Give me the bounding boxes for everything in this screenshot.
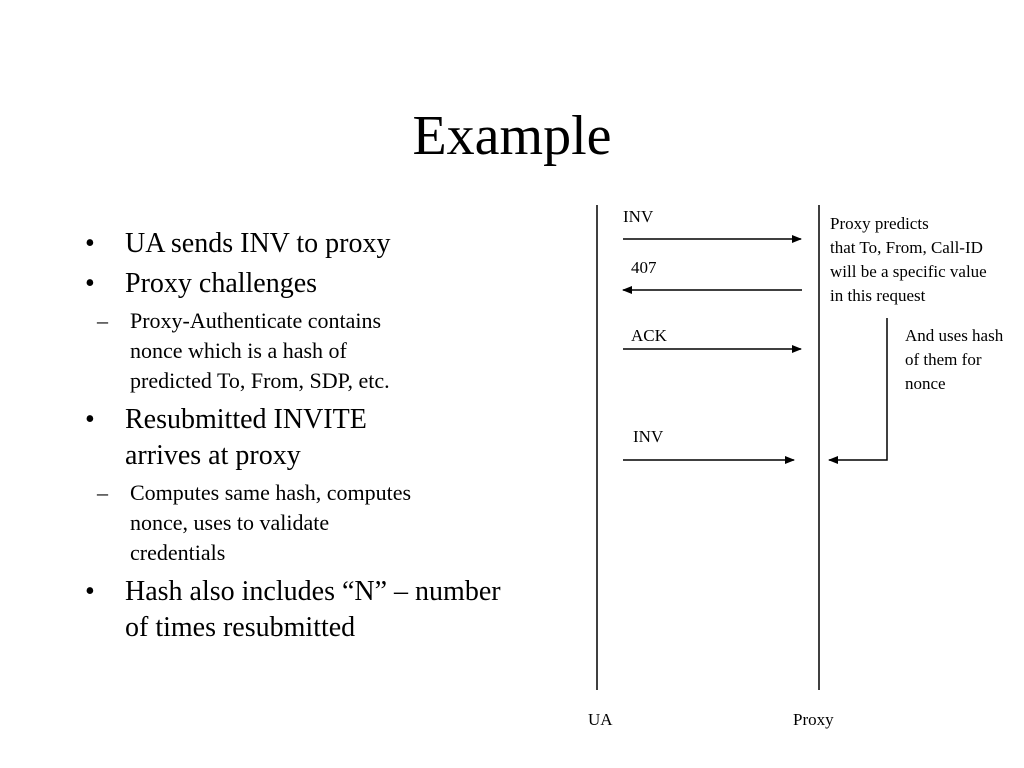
note-line: in this request xyxy=(830,286,926,305)
note-line: of them for xyxy=(905,350,982,369)
bullet-text: Proxy challenges xyxy=(125,268,318,299)
sub-bullet-list: Computes same hash, computes nonce, uses… xyxy=(85,478,415,568)
bullet-text: UA sends INV to proxy xyxy=(125,228,391,259)
message-label: 407 xyxy=(631,258,657,277)
note-line: nonce xyxy=(905,374,946,393)
sub-bullet-item: Computes same hash, computes nonce, uses… xyxy=(85,478,415,568)
proxy-label: Proxy xyxy=(793,710,834,729)
sub-bullet-list: Proxy-Authenticate contains nonce which … xyxy=(85,306,415,396)
ua-label: UA xyxy=(588,710,613,729)
elbow-arrow xyxy=(828,318,888,464)
bullet-item: Resubmitted INVITE arrives at proxy xyxy=(85,402,445,474)
note-line: Proxy predicts xyxy=(830,214,929,233)
note-uses-hash: And uses hash of them for nonce xyxy=(905,326,1007,393)
bullet-item: UA sends INV to proxy xyxy=(85,226,505,262)
bullet-text: Hash also includes “N” – number of times… xyxy=(125,576,501,643)
note-line: that To, From, Call-ID xyxy=(830,238,983,257)
bullet-item: Proxy challenges xyxy=(85,266,505,302)
note-line: And uses hash xyxy=(905,326,1004,345)
slide-title: Example xyxy=(412,105,612,167)
message-label: ACK xyxy=(631,326,668,345)
message-label: INV xyxy=(623,207,654,226)
sub-bullet-text: Computes same hash, computes nonce, uses… xyxy=(130,480,412,565)
note-line: will be a specific value xyxy=(830,262,987,281)
bullet-text: Resubmitted INVITE arrives at proxy xyxy=(125,404,367,471)
bullet-list: UA sends INV to proxy Proxy challenges P… xyxy=(85,226,505,650)
message-label: INV xyxy=(633,427,664,446)
sub-bullet-text: Proxy-Authenticate contains nonce which … xyxy=(130,308,390,393)
sub-bullet-item: Proxy-Authenticate contains nonce which … xyxy=(85,306,415,396)
note-proxy-predicts: Proxy predicts that To, From, Call-ID wi… xyxy=(830,214,991,305)
bullet-item: Hash also includes “N” – number of times… xyxy=(85,574,505,646)
